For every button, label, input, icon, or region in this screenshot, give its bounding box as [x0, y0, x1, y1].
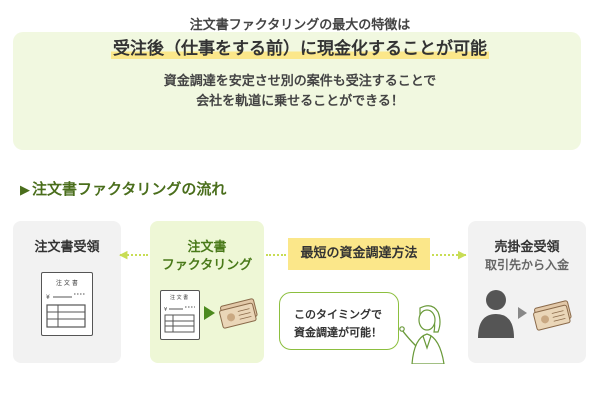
- person-icon: [478, 290, 514, 338]
- order-doc-label: 注 文 書: [56, 280, 78, 287]
- summary-highlight: 受注後（仕事をする前）に現金化することが可能: [0, 34, 600, 59]
- connector-dots-left: [120, 254, 148, 256]
- speech-bubble: [279, 292, 399, 350]
- card-factoring-title-2: ファクタリング: [161, 258, 253, 273]
- svg-text:¥: ¥: [164, 307, 167, 313]
- factoring-doc-lines: ¥: [164, 306, 195, 333]
- card-receivable-subtitle: 取引先から入金: [484, 258, 569, 272]
- card-receivable: [468, 221, 586, 363]
- card-receivable-title: 売掛金受領: [494, 240, 560, 255]
- order-document-icon: 注 文 書 ¥: [41, 272, 93, 336]
- connector-dots-mid-left: [266, 254, 286, 256]
- arrow-right-icon: ▶: [458, 248, 467, 261]
- cash-bills-icon: [219, 298, 258, 329]
- svg-text:¥: ¥: [46, 294, 50, 301]
- gray-arrow-icon: [518, 307, 527, 319]
- card-factoring-title-1: 注文書: [187, 240, 227, 255]
- factoring-doc-label: 注 文 書: [170, 295, 189, 301]
- businesswoman-icon: [399, 305, 445, 364]
- order-doc-lines: ¥: [46, 293, 86, 328]
- fastest-method-label: 最短の資金調達方法: [288, 238, 430, 270]
- factoring-document-icon: 注 文 書 ¥: [160, 290, 200, 340]
- section-heading: ▶注文書ファクタリングの流れ: [20, 178, 226, 199]
- summary-line-1: 注文書ファクタリングの最大の特徴は: [189, 18, 411, 33]
- card-order-title: 注文書受領: [34, 240, 100, 255]
- summary-line-3: 資金調達を安定させ別の案件も受注することで: [163, 74, 437, 89]
- summary-line-4: 会社を軌道に乗せることができる！: [196, 94, 404, 109]
- bubble-line-2: 資金調達が可能！: [294, 326, 382, 339]
- summary-line-2: 受注後（仕事をする前）に現金化することが可能: [111, 39, 489, 59]
- receivable-cash-bills-icon: [533, 300, 572, 331]
- play-arrow-icon: [204, 306, 215, 320]
- section-heading-text: 注文書ファクタリングの流れ: [32, 180, 227, 198]
- triangle-icon: ▶: [20, 183, 30, 198]
- bubble-line-1: このタイミングで: [294, 308, 382, 321]
- connector-dots-mid-right: [432, 254, 466, 256]
- arrow-left-icon: ◀: [119, 248, 128, 261]
